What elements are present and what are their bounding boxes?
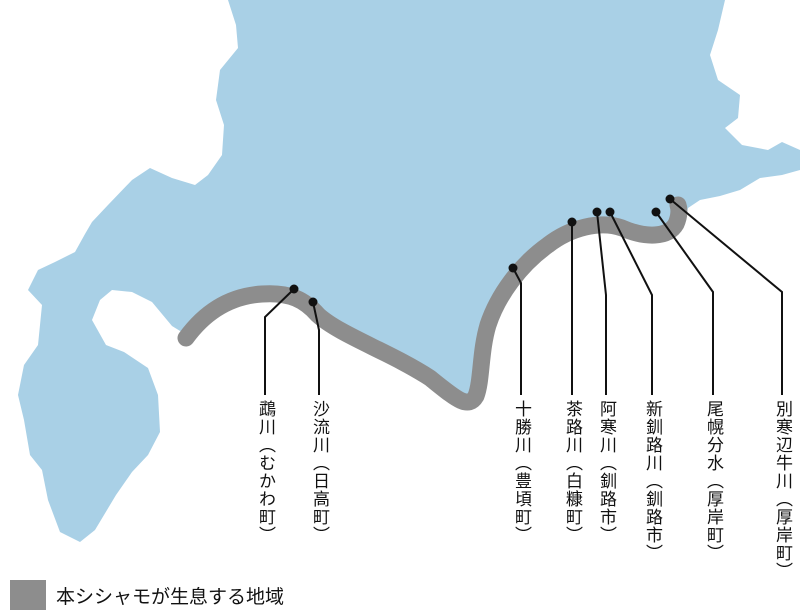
- river-town: （白糠町）: [562, 454, 582, 544]
- river-town: （厚岸町）: [703, 472, 723, 562]
- label-charo: 茶路川（白糠町）: [562, 400, 582, 544]
- habitat-band: [177, 196, 688, 411]
- leader-lines: [264, 198, 783, 395]
- label-mukawa: 鵡川（むかわ町）: [255, 400, 275, 544]
- river-town: （日高町）: [309, 454, 329, 544]
- leader-shinkushiro: [609, 211, 653, 395]
- river-name: 茶路川: [562, 400, 582, 454]
- dot-akan: [592, 207, 602, 217]
- river-town: （釧路市）: [642, 472, 662, 562]
- hokkaido-landmass: [18, 0, 800, 542]
- leader-tokachi: [512, 267, 522, 395]
- river-name: 新釧路川: [642, 400, 662, 472]
- label-shinkushiro: 新釧路川（釧路市）: [642, 400, 662, 562]
- leader-saru: [312, 301, 320, 395]
- dot-mukawa: [289, 284, 299, 294]
- legend-swatch: [10, 580, 46, 610]
- river-town: （釧路市）: [596, 454, 616, 544]
- river-name: 尾幌分水: [703, 400, 723, 472]
- dot-saru: [308, 297, 318, 307]
- river-name: 鵡川: [255, 400, 275, 436]
- river-town: （豊頃町）: [511, 454, 531, 544]
- river-name: 十勝川: [511, 400, 531, 454]
- river-name: 沙流川: [309, 400, 329, 454]
- river-name: 阿寒川: [596, 400, 616, 454]
- dot-tokachi: [508, 263, 518, 273]
- label-akan: 阿寒川（釧路市）: [596, 400, 616, 544]
- label-saru: 沙流川（日高町）: [309, 400, 329, 544]
- label-tokachi: 十勝川（豊頃町）: [511, 400, 531, 544]
- leader-oboro: [655, 211, 714, 395]
- legend-label: 本シシャモが生息する地域: [56, 585, 285, 608]
- dot-shinkushiro: [605, 207, 615, 217]
- dot-oboro: [651, 207, 661, 217]
- label-oboro: 尾幌分水（厚岸町）: [703, 400, 723, 562]
- legend: 本シシャモが生息する地域: [10, 580, 284, 610]
- river-town: （厚岸町）: [772, 490, 792, 580]
- river-name: 別寒辺牛川: [772, 400, 792, 490]
- river-town: （むかわ町）: [255, 436, 275, 544]
- leader-akan: [596, 211, 607, 395]
- dot-bekambeushi: [665, 194, 675, 204]
- dot-charo: [567, 217, 577, 227]
- leader-mukawa: [264, 288, 295, 395]
- river-dots: [289, 194, 675, 307]
- leader-bekambeushi: [669, 198, 783, 395]
- label-bekambeushi: 別寒辺牛川（厚岸町）: [772, 400, 792, 580]
